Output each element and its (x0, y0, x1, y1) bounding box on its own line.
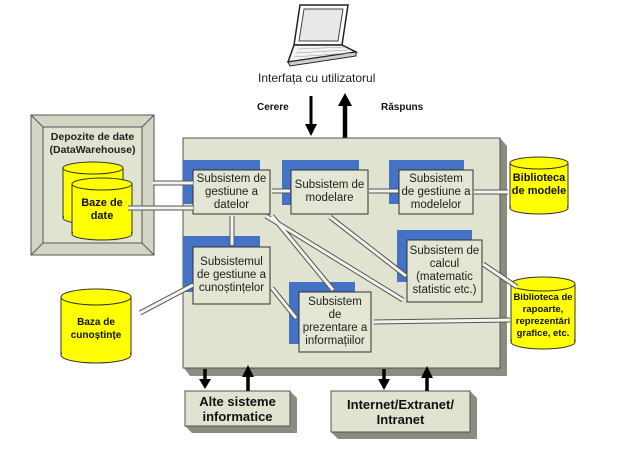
subsystem-data[interactable]: Subsistem de gestiune a datelor (193, 170, 270, 214)
network-line1: Internet/Extranet/ (347, 396, 454, 412)
model-library-line1: Biblioteca (512, 172, 566, 184)
model-library-label: Biblioteca de modele (510, 168, 568, 202)
knowledge-base-label: Baza de cunoștințe (61, 312, 131, 346)
request-arrow (305, 96, 317, 136)
subsystem-models[interactable]: Subsistem de gestiune a modelelor (399, 170, 473, 214)
report-library-cylinder (510, 276, 576, 350)
subsystem-boxes (192, 169, 483, 353)
network-box (330, 390, 477, 439)
response-label: Răspuns (381, 102, 424, 113)
subsystem-models-line2: de gestiune a (401, 185, 471, 198)
knowledge-base-line1: Baza de (77, 317, 115, 328)
subsystem-presentation-line3: prezentare a (302, 322, 368, 334)
subsystem-compute-line4: statistic etc.) (412, 284, 477, 296)
subsystem-data-line2: gestiune a (204, 185, 259, 198)
subsystem-knowledge-line2: de gestiune a (196, 269, 267, 281)
subsystem-data-line3: datelor (213, 198, 250, 211)
warehouse-db-front-cylinder (71, 177, 133, 241)
network-line2: Intranet (376, 411, 425, 427)
subsystem-compute-line2: calcul (429, 258, 460, 270)
report-library-line3: reprezentări (515, 316, 571, 327)
subsystem-knowledge[interactable]: Subsistemul de gestiune a cunoștințelor (193, 247, 270, 304)
report-library-label: Biblioteca de rapoarte, reprezentări gra… (509, 290, 577, 342)
knowledge-base-cylinder (60, 288, 132, 364)
report-library-line1: Biblioteca de (513, 292, 573, 303)
warehouse-db-line1: Baze de (81, 197, 123, 209)
response-arrow (338, 93, 352, 142)
warehouse-db-label: Baze de date (72, 192, 132, 228)
subsystem-modeling[interactable]: Subsistem de modelare (291, 170, 368, 214)
other-systems-line1: Alte sisteme (199, 393, 276, 409)
subsystem-compute-line1: Subsistem de (409, 245, 480, 257)
other-systems-label[interactable]: Alte sisteme informatice (185, 391, 290, 426)
request-label: Cerere (257, 102, 289, 113)
subsystem-data-line1: Subsistem de (196, 172, 267, 185)
model-library-line2: de modele (511, 185, 567, 197)
knowledge-base-line2: cunoștințe (70, 330, 122, 341)
other-systems-box (184, 390, 297, 433)
subsystem-knowledge-line1: Subsistemul (200, 256, 263, 268)
warehouse-title-line2: (DataWarehouse) (49, 144, 136, 156)
warehouse-title-line1: Depozite de date (50, 131, 135, 143)
subsystem-presentation-line2: de (328, 309, 342, 321)
subsystem-presentation-line4: informațiilor (305, 335, 365, 347)
subsystem-compute-line3: (matematic (416, 271, 473, 283)
report-library-line2: rapoarte, (522, 304, 564, 315)
warehouse-title: Depozite de date (DataWarehouse) (43, 131, 142, 157)
subsystem-models-line3: modelelor (410, 198, 462, 211)
connectors-inner (128, 181, 518, 324)
laptop-icon (286, 4, 359, 67)
user-interface-label: Interfața cu utilizatorul (258, 71, 376, 85)
warehouse-db-line2: date (90, 210, 114, 222)
subsystem-modeling-line1: Subsistem de (294, 179, 365, 191)
report-library-line4: grafice, etc. (516, 328, 570, 339)
subsystem-modeling-line2: modelare (305, 192, 354, 204)
network-label[interactable]: Internet/Extranet/ Intranet (331, 391, 470, 432)
subsystem-knowledge-line3: cunoștințelor (198, 282, 265, 294)
other-systems-line2: informatice (202, 408, 273, 424)
subsystem-presentation-line1: Subsistem (308, 296, 362, 308)
model-library-cylinder (509, 156, 569, 215)
subsystem-presentation[interactable]: Subsistem de prezentare a informațiilor (299, 292, 371, 352)
subsystem-compute[interactable]: Subsistem de calcul (matematic statistic… (407, 240, 482, 302)
subsystem-models-line1: Subsistem (409, 172, 463, 185)
bottom-arrows (199, 365, 433, 391)
